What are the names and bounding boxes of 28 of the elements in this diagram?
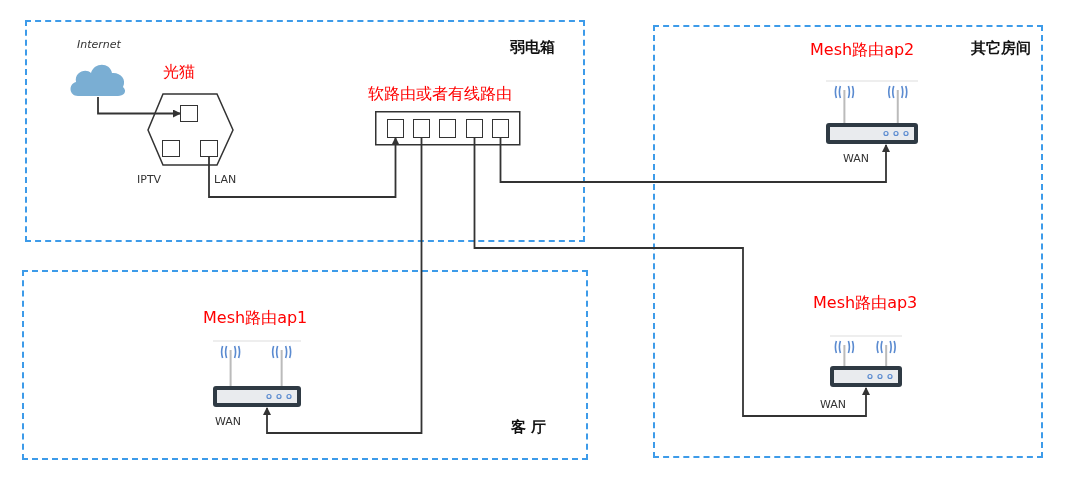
device-label: Mesh路由ap1 — [203, 308, 308, 329]
device-label: Mesh路由ap3 — [813, 293, 918, 314]
room-label: 弱电箱 — [510, 38, 555, 57]
device-label: 软路由或者有线路由 — [368, 84, 512, 105]
port — [439, 119, 456, 138]
cloud-label: Internet — [77, 38, 121, 51]
device-label: 光猫 — [163, 62, 195, 83]
cable-arrow — [499, 137, 890, 183]
cable-arrow — [263, 137, 423, 434]
port — [466, 119, 483, 138]
room-label: 客 厅 — [510, 418, 546, 437]
room-area — [22, 270, 588, 460]
room-area — [653, 25, 1043, 458]
device-label: Mesh路由ap2 — [810, 40, 915, 61]
cable-arrow — [473, 137, 870, 417]
room-area — [25, 20, 585, 242]
port-label: LAN — [214, 173, 237, 186]
port — [387, 119, 404, 138]
room-label: 其它房间 — [971, 39, 1031, 58]
port — [180, 105, 198, 122]
port-label: WAN — [215, 415, 242, 428]
port — [413, 119, 430, 138]
cable-arrow — [208, 137, 400, 198]
port-label: WAN — [843, 152, 870, 165]
port — [492, 119, 509, 138]
port-label: WAN — [820, 398, 847, 411]
cable-arrow — [97, 96, 181, 118]
port-label: IPTV — [137, 173, 162, 186]
